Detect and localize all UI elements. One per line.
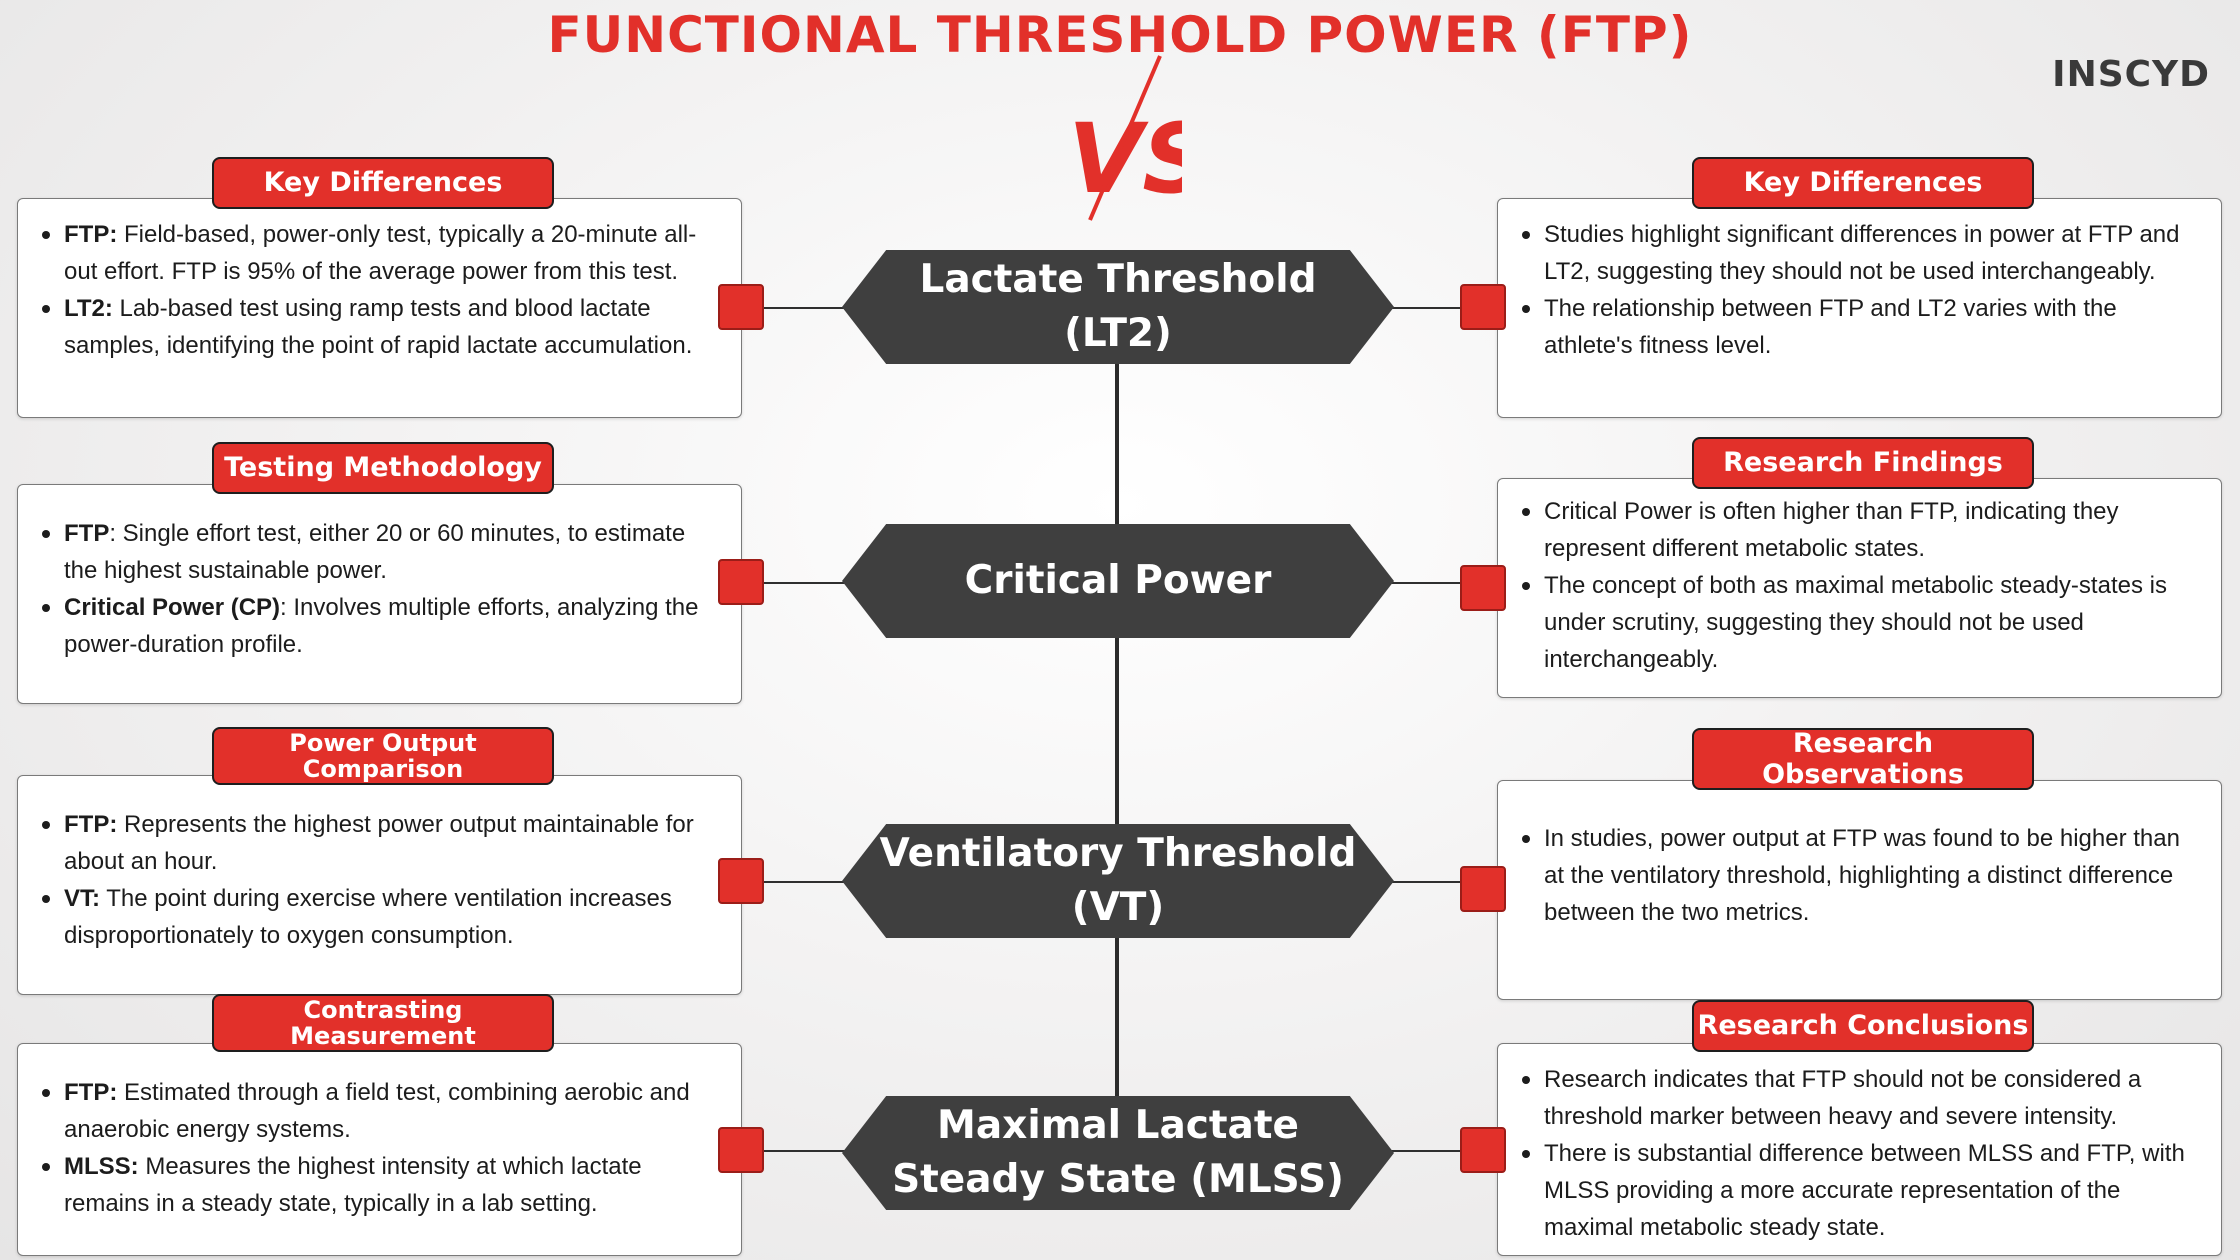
left-tag-testing-methodology: Testing Methodology xyxy=(212,442,554,494)
right-marker-4 xyxy=(1460,1127,1506,1173)
connector-right-3 xyxy=(1384,881,1496,883)
list-item: Studies highlight significant difference… xyxy=(1498,216,2221,290)
connector-right-2 xyxy=(1384,582,1496,584)
node-mlss: Maximal Lactate Steady State (MLSS) xyxy=(842,1096,1394,1210)
left-card-testing-methodology: FTP: Single effort test, either 20 or 60… xyxy=(17,484,742,704)
node-ventilatory-threshold-line1: Ventilatory Threshold xyxy=(879,831,1357,876)
left-card-key-differences: FTP: Field-based, power-only test, typic… xyxy=(17,198,742,418)
node-lactate-threshold: Lactate Threshold (LT2) xyxy=(842,250,1394,364)
list-item: The relationship between FTP and LT2 var… xyxy=(1498,290,2221,364)
right-tag-research-conclusions: Research Conclusions xyxy=(1692,1000,2034,1052)
node-mlss-line2: Steady State (MLSS) xyxy=(892,1157,1344,1202)
vs-label: VS xyxy=(1068,103,1182,215)
node-ventilatory-threshold-line2: (VT) xyxy=(1071,885,1165,930)
left-marker-4 xyxy=(718,1127,764,1173)
list-item: Critical Power is often higher than FTP,… xyxy=(1498,493,2221,567)
right-card-research-conclusions: Research indicates that FTP should not b… xyxy=(1497,1043,2222,1256)
list-item: MLSS: Measures the highest intensity at … xyxy=(18,1148,741,1222)
list-item: Critical Power (CP): Involves multiple e… xyxy=(18,589,741,663)
list-item: FTP: Represents the highest power output… xyxy=(18,806,741,880)
list-item: FTP: Field-based, power-only test, typic… xyxy=(18,216,741,290)
list-item: The concept of both as maximal metabolic… xyxy=(1498,567,2221,678)
left-marker-2 xyxy=(718,559,764,605)
left-card-contrasting-measurement: FTP: Estimated through a field test, com… xyxy=(17,1043,742,1256)
connector-right-4 xyxy=(1384,1150,1496,1152)
node-lactate-threshold-line2: (LT2) xyxy=(1064,311,1172,356)
right-marker-2 xyxy=(1460,565,1506,611)
left-marker-1 xyxy=(718,284,764,330)
left-tag-key-differences: Key Differences xyxy=(212,157,554,209)
right-card-research-findings: Critical Power is often higher than FTP,… xyxy=(1497,478,2222,698)
list-item: VT: The point during exercise where vent… xyxy=(18,880,741,954)
left-card-power-output: FTP: Represents the highest power output… xyxy=(17,775,742,995)
right-card-key-differences: Studies highlight significant difference… xyxy=(1497,198,2222,418)
node-critical-power-label: Critical Power xyxy=(964,558,1272,603)
vs-icon: VS xyxy=(1068,55,1182,221)
connector-left-2 xyxy=(742,582,852,584)
right-card-research-observations: In studies, power output at FTP was foun… xyxy=(1497,780,2222,1000)
page-title: FUNCTIONAL THRESHOLD POWER (FTP) xyxy=(547,6,1693,64)
list-item: In studies, power output at FTP was foun… xyxy=(1498,820,2221,931)
list-item: FTP: Estimated through a field test, com… xyxy=(18,1074,741,1148)
node-ventilatory-threshold: Ventilatory Threshold (VT) xyxy=(842,824,1394,938)
connector-left-1 xyxy=(742,307,852,309)
right-tag-research-findings: Research Findings xyxy=(1692,437,2034,489)
left-marker-3 xyxy=(718,858,764,904)
node-lactate-threshold-line1: Lactate Threshold xyxy=(919,257,1317,302)
list-item: LT2: Lab-based test using ramp tests and… xyxy=(18,290,741,364)
list-item: FTP: Single effort test, either 20 or 60… xyxy=(18,515,741,589)
right-tag-key-differences: Key Differences xyxy=(1692,157,2034,209)
list-item: There is substantial difference between … xyxy=(1498,1135,2221,1246)
inscyd-logo: INSCYD xyxy=(2052,54,2210,95)
central-spine xyxy=(1115,360,1119,1100)
list-item: Research indicates that FTP should not b… xyxy=(1498,1061,2221,1135)
connector-left-3 xyxy=(742,881,852,883)
connector-left-4 xyxy=(742,1150,852,1152)
right-marker-3 xyxy=(1460,866,1506,912)
node-critical-power: Critical Power xyxy=(842,524,1394,638)
connector-right-1 xyxy=(1384,307,1496,309)
right-marker-1 xyxy=(1460,284,1506,330)
node-mlss-line1: Maximal Lactate xyxy=(937,1103,1299,1148)
